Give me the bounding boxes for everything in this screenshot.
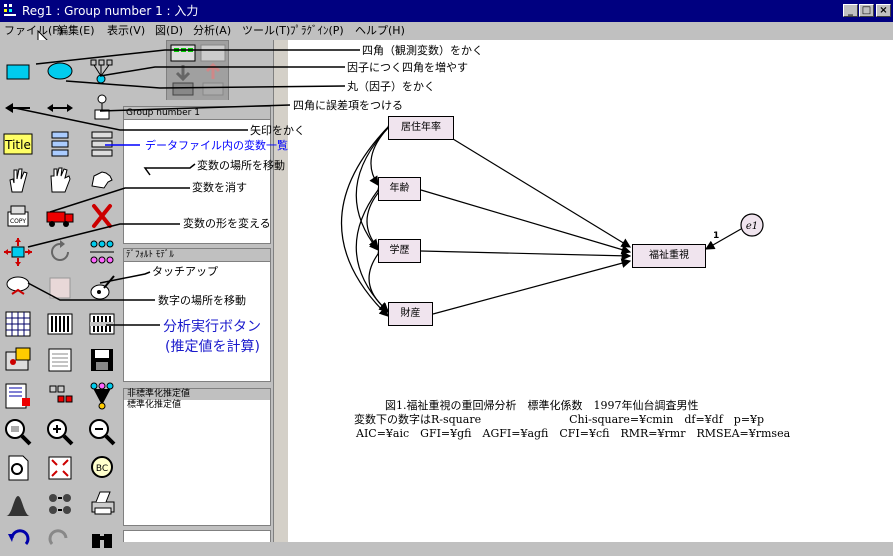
title-icon-label: Title — [4, 138, 31, 152]
variable-list-icon[interactable] — [44, 128, 76, 160]
zoom-out-icon[interactable] — [86, 416, 118, 448]
data-file-icon[interactable] — [2, 308, 34, 340]
menu-view[interactable]: 表示(V) — [107, 24, 146, 37]
menu-tools[interactable]: ツール(T) — [242, 24, 291, 37]
double-arrow-icon[interactable] — [44, 92, 76, 124]
svg-text:BC: BC — [96, 464, 108, 474]
floating-toolbar — [166, 40, 229, 102]
variable-age[interactable]: 年齢 — [378, 177, 421, 201]
zoom-in-icon[interactable] — [44, 416, 76, 448]
model-view-icon[interactable] — [199, 43, 227, 99]
undo-icon[interactable] — [2, 524, 34, 556]
parameter-move-icon[interactable] — [2, 272, 34, 304]
caption-fit-line: 変数下の数字はR-square Chi-square=¥cmin df=¥df … — [354, 413, 765, 426]
output-panel[interactable] — [123, 530, 271, 542]
model-panel-title: ﾃﾞﾌｫﾙﾄ ﾓﾃﾞﾙ — [124, 249, 270, 262]
menu-edit[interactable]: 編集(E) — [57, 24, 95, 37]
ellipse-icon[interactable] — [44, 56, 76, 88]
loupe-icon[interactable]: BC — [86, 452, 118, 484]
annotation-parameter-move: 数字の場所を移動 — [158, 294, 246, 307]
annotation-shape: 変数の形を変える — [183, 217, 271, 230]
redo-icon[interactable] — [44, 524, 76, 556]
minimize-button[interactable]: _ — [843, 4, 858, 17]
reflect-icon[interactable] — [86, 236, 118, 268]
select-all-icon[interactable] — [44, 164, 76, 196]
variable-residence-years[interactable]: 居住年率 — [388, 116, 454, 140]
caption-index-line: AIC=¥aic GFI=¥gfi AGFI=¥agfi CFI=¥cfi RM… — [356, 427, 791, 440]
dataset-variable-icon[interactable] — [86, 128, 118, 160]
specification-icon[interactable] — [86, 488, 118, 520]
object-properties-icon[interactable] — [2, 380, 34, 412]
rotate-icon[interactable] — [44, 236, 76, 268]
save-icon[interactable] — [86, 344, 118, 376]
select-one-icon[interactable] — [2, 164, 34, 196]
annotation-touch-up: タッチアップ — [152, 265, 218, 278]
annotation-move: 変数の場所を移動 — [197, 159, 285, 172]
erase-icon[interactable] — [86, 200, 118, 232]
window-title: Reg1 : Group number 1 : 入力 — [22, 4, 199, 18]
svg-text:COPY: COPY — [10, 218, 26, 225]
deselect-icon[interactable] — [86, 164, 118, 196]
variable-assets[interactable]: 財産 — [388, 302, 433, 326]
page-icon[interactable] — [2, 452, 34, 484]
menu-file[interactable]: ファイル(F) — [4, 24, 63, 37]
drag-properties-icon[interactable] — [44, 380, 76, 412]
close-button[interactable]: × — [876, 4, 891, 17]
bootstrap-icon[interactable] — [44, 488, 76, 520]
calculate-icon[interactable] — [86, 308, 118, 340]
drawing-canvas[interactable] — [289, 40, 893, 542]
group-panel-title: Group number 1 — [124, 107, 270, 120]
annotation-ellipse: 丸（因子）をかく — [347, 80, 435, 93]
annotation-rectangle: 四角（観測変数）をかく — [362, 44, 483, 57]
menu-plugins[interactable]: ﾌﾟﾗｸﾞｲﾝ(P) — [290, 24, 344, 37]
pane-divider[interactable] — [273, 40, 289, 542]
copy-icon[interactable]: COPY — [2, 200, 34, 232]
touch-up-icon[interactable] — [86, 272, 118, 304]
fit-page-icon[interactable] — [44, 452, 76, 484]
annotation-calculate: 分析実行ボタン — [163, 319, 261, 335]
annotation-error-term: 四角に誤差項をつける — [293, 99, 403, 112]
toolbox: Title COPY BC — [0, 40, 121, 548]
annotation-variable-list: データファイル内の変数一覧 — [145, 139, 288, 152]
caption-title: 図1.福祉重視の重回帰分析 標準化係数 1997年仙台調査男性 — [385, 399, 699, 412]
error-term-icon[interactable] — [86, 92, 118, 124]
group-select-icon[interactable] — [169, 43, 197, 99]
standardized-option[interactable]: 標準化推定値 — [127, 400, 182, 410]
indicator-icon[interactable] — [86, 56, 118, 88]
bayes-icon[interactable] — [2, 488, 34, 520]
title-icon[interactable]: Title — [2, 128, 34, 160]
shape-icon[interactable] — [2, 236, 34, 268]
variable-welfare-emphasis[interactable]: 福祉重視 — [632, 244, 706, 268]
preserve-symmetry-icon[interactable] — [86, 380, 118, 412]
text-output-icon[interactable] — [2, 344, 34, 376]
annotation-indicator: 因子につく四角を増やす — [347, 61, 468, 74]
annotation-calculate-note: (推定値を計算) — [165, 339, 260, 355]
menu-bar: ファイル(F) 編集(E) 表示(V) 図(D) 分析(A) ツール(T) ﾌﾟ… — [0, 22, 893, 40]
zoom-select-icon[interactable] — [2, 416, 34, 448]
unstandardized-option[interactable]: 非標準化推定値 — [124, 389, 270, 400]
title-bar: Reg1 : Group number 1 : 入力 _ □ × — [0, 0, 893, 22]
menu-diagram[interactable]: 図(D) — [155, 24, 184, 37]
analysis-properties-icon[interactable] — [44, 308, 76, 340]
estimates-panel[interactable]: 非標準化推定値 標準化推定値 — [123, 388, 271, 526]
single-arrow-icon[interactable] — [2, 92, 34, 124]
model-panel[interactable]: ﾃﾞﾌｫﾙﾄ ﾓﾃﾞﾙ — [123, 248, 271, 382]
scroll-icon[interactable] — [44, 272, 76, 304]
view-text-icon[interactable] — [44, 344, 76, 376]
variable-education[interactable]: 学歴 — [378, 239, 421, 263]
app-icon — [4, 4, 16, 16]
annotation-erase: 変数を消す — [192, 181, 247, 194]
annotation-arrow: 矢印をかく — [250, 124, 305, 137]
move-icon[interactable] — [44, 200, 76, 232]
rectangle-icon[interactable] — [2, 56, 34, 88]
menu-help[interactable]: ヘルプ(H) — [355, 24, 405, 37]
menu-analyze[interactable]: 分析(A) — [193, 24, 232, 37]
maximize-button[interactable]: □ — [859, 4, 874, 17]
side-panel: Group number 1 ﾃﾞﾌｫﾙﾄ ﾓﾃﾞﾙ 非標準化推定値 標準化推定… — [121, 100, 273, 542]
search-icon[interactable] — [86, 524, 118, 556]
